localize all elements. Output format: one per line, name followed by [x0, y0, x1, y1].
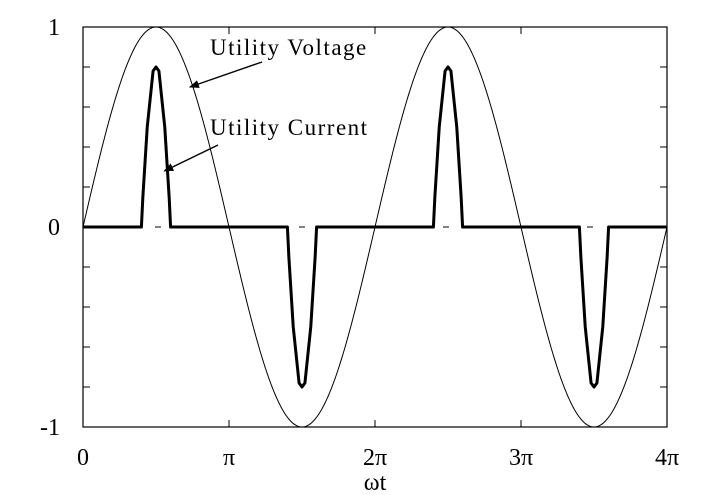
x-axis-title: ωt [364, 470, 387, 495]
x-tick-label: 2π [363, 445, 387, 471]
y-tick-label: 1 [48, 15, 60, 41]
y-tick-label: 0 [48, 215, 60, 241]
x-tick-label: 3π [509, 445, 533, 471]
x-tick-label: π [223, 445, 235, 471]
series-layer [82, 26, 668, 428]
annotation-label: Utility Current [210, 115, 369, 140]
annotation-label: Utility Voltage [210, 35, 368, 60]
series-line-utility-current [83, 65, 667, 389]
x-tick-label: 4π [655, 445, 679, 471]
tick-labels: 0 π 2π 3π 4π 1 0 -1 [40, 15, 679, 471]
x-tick-label: 0 [77, 445, 89, 471]
y-tick-label: -1 [40, 415, 60, 441]
annotation-arrow [163, 144, 219, 172]
annotation-arrow [188, 61, 263, 88]
